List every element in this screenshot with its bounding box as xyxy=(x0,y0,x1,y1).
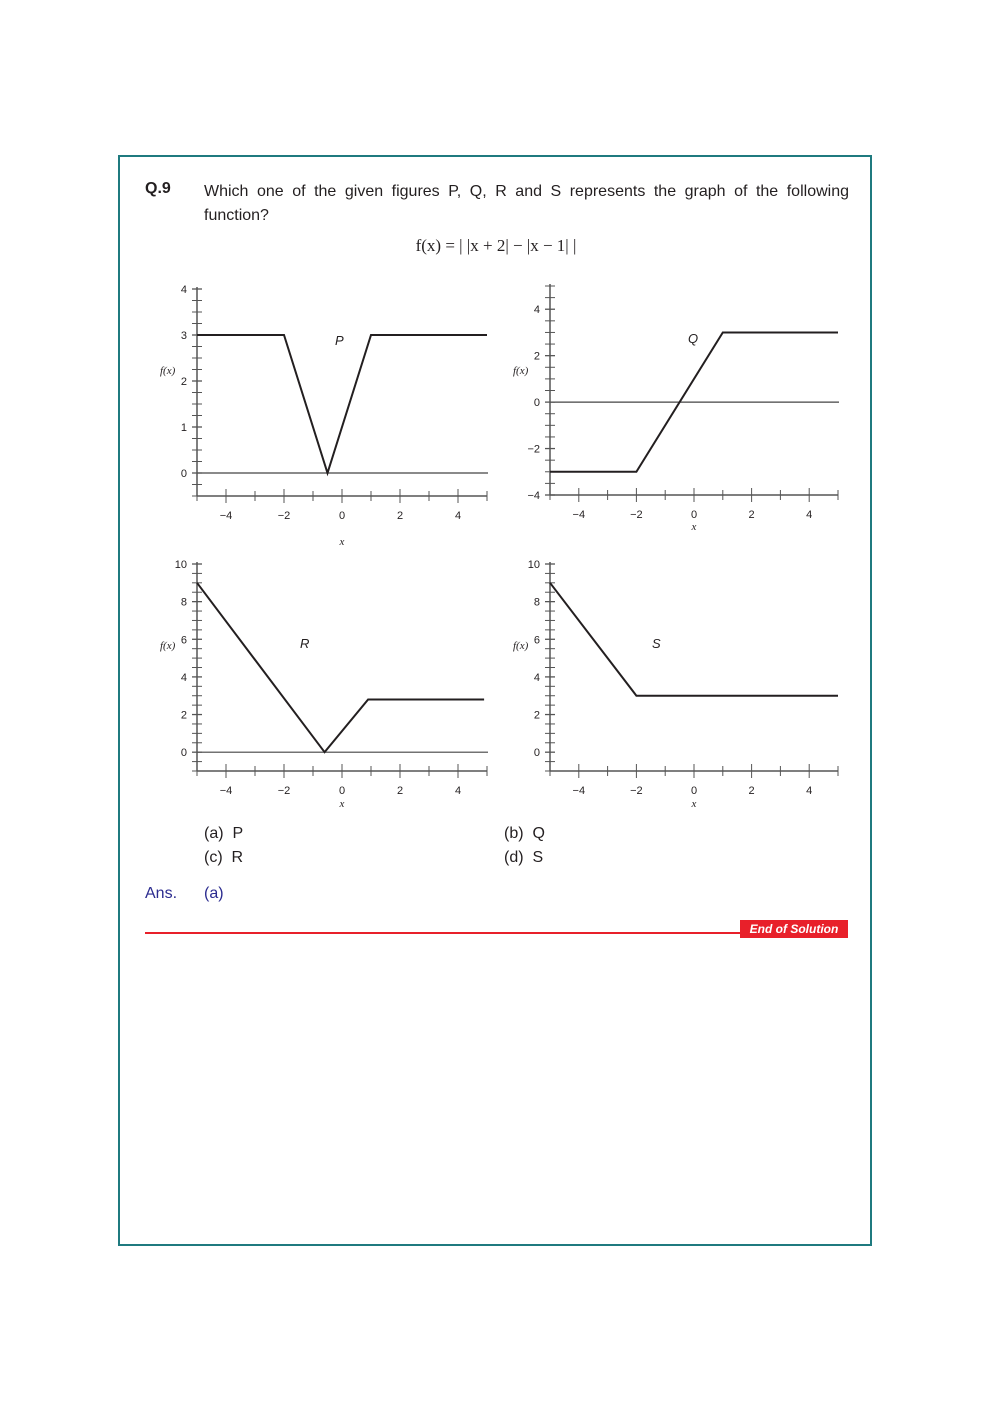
svg-text:4: 4 xyxy=(455,785,461,797)
svg-text:2: 2 xyxy=(749,785,755,797)
end-of-solution-line xyxy=(145,932,740,934)
svg-text:f(x): f(x) xyxy=(513,640,529,652)
graph-p: 0 1 2 3 4 −4 −2 0 2 4 f(x) x P xyxy=(160,284,488,548)
svg-text:4: 4 xyxy=(534,304,540,316)
svg-text:−4: −4 xyxy=(220,510,233,522)
svg-text:1: 1 xyxy=(181,422,187,434)
svg-text:2: 2 xyxy=(397,785,403,797)
svg-text:4: 4 xyxy=(806,785,812,797)
option-c: (c) R xyxy=(204,849,244,866)
svg-text:0: 0 xyxy=(181,468,187,480)
svg-text:4: 4 xyxy=(181,284,187,296)
svg-text:−4: −4 xyxy=(573,785,586,797)
curve-q xyxy=(550,331,838,473)
svg-text:0: 0 xyxy=(691,785,697,797)
svg-text:10: 10 xyxy=(175,559,187,571)
question-number: Q.9 xyxy=(145,180,171,197)
svg-text:0: 0 xyxy=(339,785,345,797)
svg-text:4: 4 xyxy=(181,672,187,684)
svg-text:2: 2 xyxy=(534,351,540,363)
svg-text:x: x xyxy=(691,798,697,810)
svg-text:8: 8 xyxy=(181,597,187,609)
graph-s: 0 2 4 6 8 10 −4 −2 0 2 4 f(x) x S xyxy=(513,559,839,810)
graph-r: 0 2 4 6 8 10 −4 −2 0 2 4 f(x) x R xyxy=(160,559,488,810)
svg-text:10: 10 xyxy=(528,559,540,571)
plot-label: P xyxy=(335,333,344,348)
graph-q: −4 −2 0 2 4 −4 −2 0 2 4 f(x) x Q xyxy=(513,284,839,533)
svg-text:6: 6 xyxy=(181,634,187,646)
question-text: Which one of the given figures P, Q, R a… xyxy=(204,183,849,224)
svg-text:2: 2 xyxy=(181,710,187,722)
svg-text:f(x): f(x) xyxy=(513,365,529,377)
svg-text:2: 2 xyxy=(397,510,403,522)
plot-label: R xyxy=(300,636,309,651)
svg-text:0: 0 xyxy=(691,509,697,521)
curve-p xyxy=(197,334,487,477)
option-d: (d) S xyxy=(504,849,544,866)
svg-text:−2: −2 xyxy=(278,510,291,522)
svg-text:0: 0 xyxy=(181,747,187,759)
plot-label: Q xyxy=(688,331,698,346)
svg-text:8: 8 xyxy=(534,597,540,609)
end-of-solution-badge: End of Solution xyxy=(740,920,848,938)
svg-text:3: 3 xyxy=(181,330,187,342)
svg-text:−2: −2 xyxy=(630,785,643,797)
svg-text:0: 0 xyxy=(534,747,540,759)
svg-text:0: 0 xyxy=(339,510,345,522)
answer-value: (a) xyxy=(204,885,224,902)
svg-text:2: 2 xyxy=(534,710,540,722)
svg-text:x: x xyxy=(691,521,697,533)
svg-text:4: 4 xyxy=(806,509,812,521)
svg-text:−4: −4 xyxy=(527,490,540,502)
svg-text:4: 4 xyxy=(455,510,461,522)
svg-text:x: x xyxy=(339,798,345,810)
curve-r xyxy=(196,582,485,754)
svg-text:−2: −2 xyxy=(527,444,540,456)
svg-text:−2: −2 xyxy=(278,785,291,797)
question-frame xyxy=(118,155,872,1246)
svg-text:4: 4 xyxy=(534,672,540,684)
option-b: (b) Q xyxy=(504,825,545,842)
svg-text:−2: −2 xyxy=(630,509,643,521)
svg-text:f(x): f(x) xyxy=(160,365,176,377)
option-a: (a) P xyxy=(204,825,244,842)
svg-text:2: 2 xyxy=(181,376,187,388)
svg-text:2: 2 xyxy=(749,509,755,521)
plot-label: S xyxy=(652,636,661,651)
svg-text:x: x xyxy=(339,536,345,548)
svg-text:0: 0 xyxy=(534,397,540,409)
svg-text:f(x): f(x) xyxy=(160,640,176,652)
answer-label: Ans. xyxy=(145,885,178,902)
svg-text:−4: −4 xyxy=(573,509,586,521)
curve-s xyxy=(549,582,838,697)
svg-text:−4: −4 xyxy=(220,785,233,797)
function-formula: f(x) = | |x + 2| − |x − 1| | xyxy=(415,236,577,255)
svg-text:6: 6 xyxy=(534,634,540,646)
